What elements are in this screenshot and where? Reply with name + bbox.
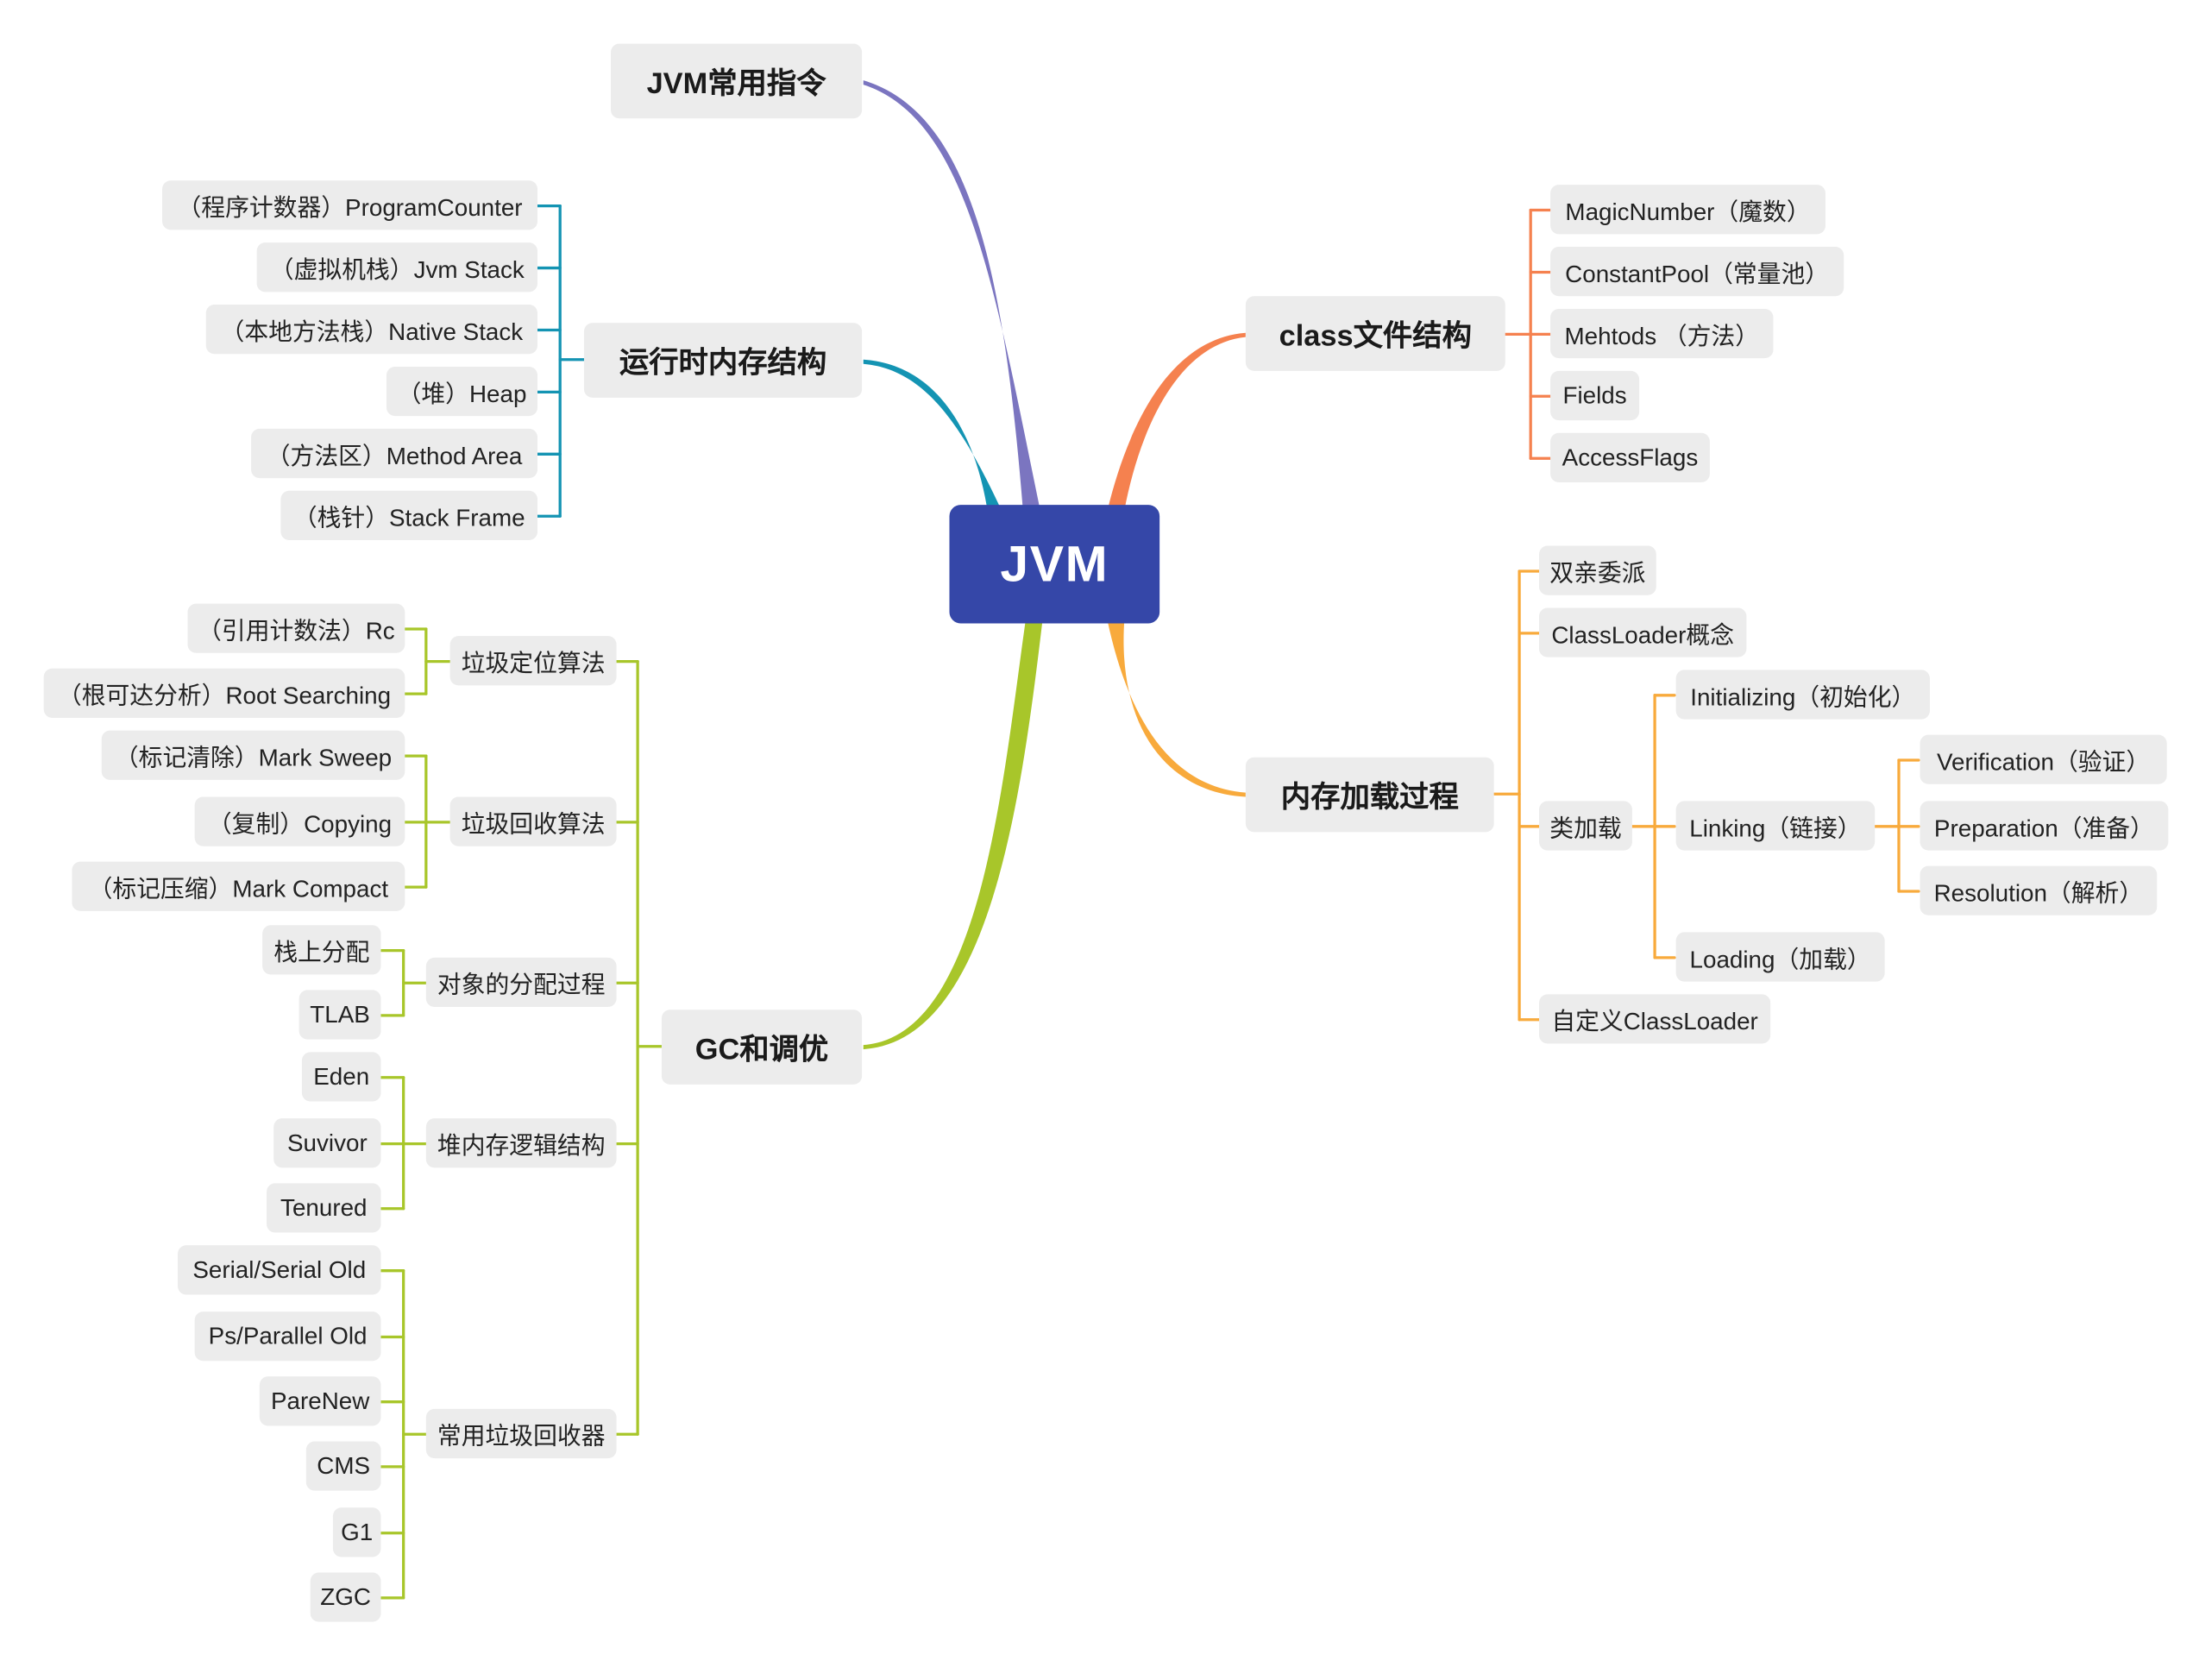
memory-item[interactable]: （本地方法栈）Native Stack [205, 305, 538, 355]
loading-item[interactable]: 自定义ClassLoader [1539, 994, 1771, 1044]
memory-item[interactable]: （栈针）Stack Frame [280, 490, 538, 541]
loading-item[interactable]: 双亲委派 [1539, 545, 1656, 595]
class-item[interactable]: AccessFlags [1550, 432, 1710, 482]
gc-group-collection-algorithms[interactable]: 垃圾回收算法 [449, 796, 617, 846]
memory-item[interactable]: （堆）Heap [386, 366, 538, 417]
gc-item[interactable]: TLAB [298, 990, 381, 1040]
class-item[interactable]: Fields [1550, 370, 1640, 421]
class-loading-step[interactable]: Linking（链接） [1675, 801, 1876, 851]
gc-item[interactable]: 栈上分配 [262, 925, 381, 975]
linking-step[interactable]: Verification（验证） [1920, 734, 2167, 784]
gc-item[interactable]: PareNew [259, 1376, 381, 1426]
loading-item[interactable]: ClassLoader概念 [1539, 607, 1747, 657]
gc-item[interactable]: Ps/Parallel Old [194, 1312, 381, 1362]
gc-group-object-allocation[interactable]: 对象的分配过程 [425, 957, 617, 1008]
topic-runtime-memory[interactable]: 运行时内存结构 [583, 323, 863, 398]
memory-item[interactable]: （程序计数器）ProgramCounter [162, 180, 538, 230]
topic-gc-tuning[interactable]: GC和调优 [661, 1010, 863, 1085]
root-node-jvm[interactable]: JVM [949, 505, 1160, 624]
gc-group-heap-structure[interactable]: 堆内存逻辑结构 [425, 1118, 617, 1168]
topic-memory-loading[interactable]: 内存加载过程 [1245, 757, 1494, 833]
class-loading-step[interactable]: Initializing（初始化） [1675, 670, 1930, 720]
branch-line-gc [863, 620, 1043, 1050]
topic-class-file-structure[interactable]: class文件结构 [1245, 296, 1505, 371]
gc-group-common-collectors[interactable]: 常用垃圾回收器 [425, 1408, 617, 1459]
linking-step[interactable]: Resolution（解析） [1920, 865, 2158, 915]
class-item[interactable]: MagicNumber（魔数） [1550, 185, 1826, 235]
gc-item[interactable]: CMS [305, 1441, 381, 1491]
loading-item-class-loading[interactable]: 类加载 [1539, 801, 1632, 851]
gc-item[interactable]: Suvivor [273, 1118, 381, 1168]
gc-item[interactable]: （复制）Copying [194, 796, 405, 846]
gc-item[interactable]: Eden [301, 1052, 381, 1102]
gc-group-garbage-locating[interactable]: 垃圾定位算法 [449, 636, 617, 686]
gc-item[interactable]: （标记清除）Mark Sweep [101, 730, 405, 780]
memory-item[interactable]: （方法区）Method Area [251, 428, 538, 479]
branch-line-class [1107, 332, 1246, 511]
gc-item[interactable]: ZGC [310, 1572, 381, 1622]
topic-jvm-instructions[interactable]: JVM常用指令 [611, 43, 863, 119]
gc-item[interactable]: G1 [332, 1507, 381, 1557]
class-item[interactable]: ConstantPool（常量池） [1550, 247, 1844, 297]
gc-item[interactable]: （根可达分析）Root Searching [43, 668, 405, 718]
memory-item[interactable]: （虚拟机栈）Jvm Stack [256, 242, 538, 293]
branch-line-loading [1107, 620, 1246, 797]
gc-item[interactable]: （引用计数法）Rc [187, 603, 405, 653]
linking-step[interactable]: Preparation（准备） [1920, 801, 2169, 851]
class-item[interactable]: Mehtods （方法） [1550, 308, 1774, 359]
gc-item[interactable]: （标记压缩）Mark Compact [72, 861, 405, 911]
branch-line-memory [863, 359, 1002, 511]
branch-line-instructions [863, 80, 1040, 508]
gc-item[interactable]: Serial/Serial Old [178, 1245, 381, 1295]
class-loading-step[interactable]: Loading（加载） [1675, 932, 1885, 982]
gc-item[interactable]: Tenured [267, 1183, 381, 1233]
